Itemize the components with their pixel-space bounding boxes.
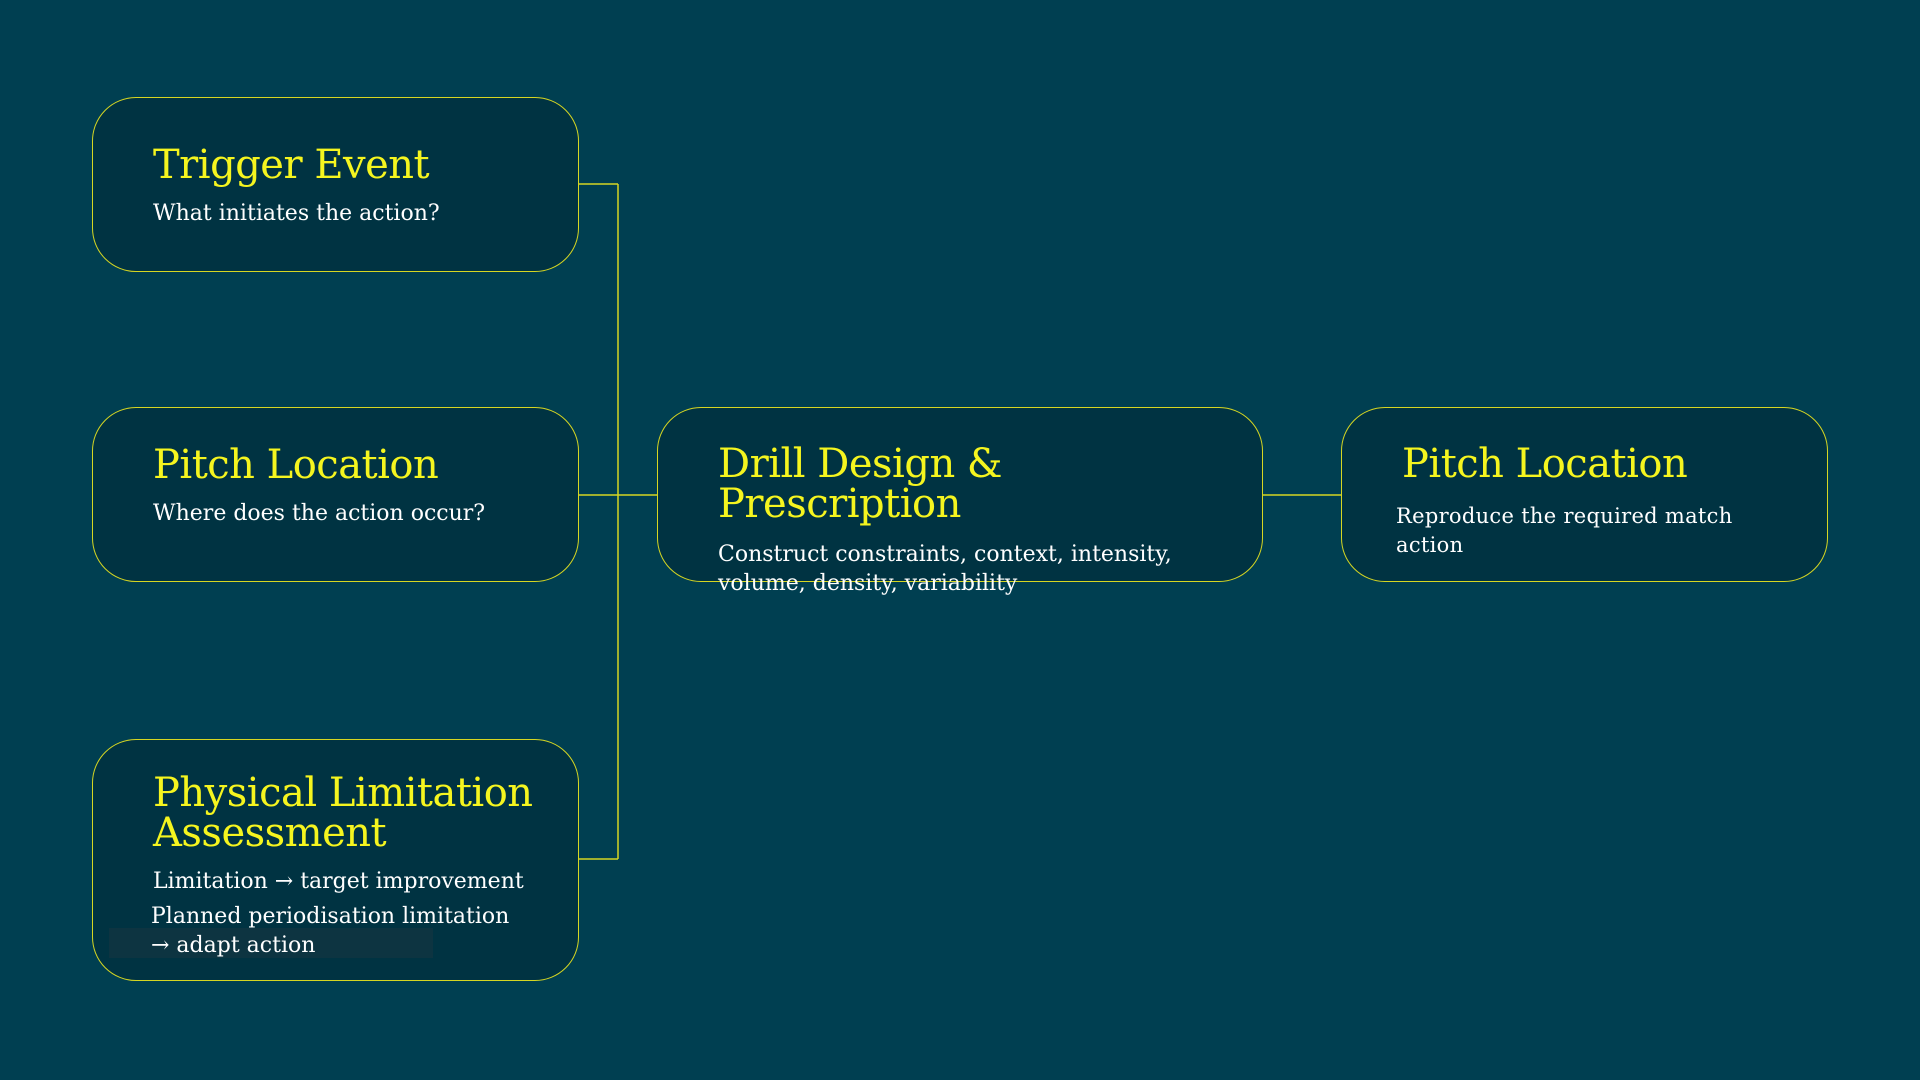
node-description-line: Planned periodisation limitation bbox=[151, 904, 510, 929]
node-title: Physical Limitation Assessment bbox=[153, 773, 548, 853]
node-description-line: Construct constraints, context, intensit… bbox=[718, 542, 1172, 567]
node-description: What initiates the action? bbox=[153, 201, 440, 226]
node-description: Where does the action occur? bbox=[153, 501, 486, 526]
node-title: Trigger Event bbox=[153, 142, 430, 188]
node-title-line: Assessment bbox=[153, 810, 387, 856]
node-description: Limitation → target improvement bbox=[153, 869, 524, 894]
node-title: Pitch Location bbox=[1402, 441, 1688, 487]
node-description: Reproduce the required match action bbox=[1396, 504, 1733, 557]
node-description: Construct constraints, context, intensit… bbox=[718, 540, 1232, 598]
node-description-secondary: Planned periodisation limitation → adapt… bbox=[151, 902, 548, 960]
node-drill-design-prescription: Drill Design & Prescription Construct co… bbox=[657, 407, 1263, 596]
node-physical-limitation-assessment: Physical Limitation Assessment Limitatio… bbox=[92, 739, 579, 981]
description-highlight bbox=[109, 928, 433, 958]
node-title-line: Physical Limitation bbox=[153, 770, 533, 816]
node-title: Drill Design & Prescription bbox=[718, 441, 1003, 527]
node-description-line: → adapt action bbox=[151, 933, 316, 958]
node-trigger-event: Trigger Event What initiates the action? bbox=[92, 97, 579, 272]
node-pitch-location-right: Pitch Location Reproduce the required ma… bbox=[1341, 407, 1828, 582]
node-description-line: volume, density, variability bbox=[718, 571, 1018, 596]
node-pitch-location-left: Pitch Location Where does the action occ… bbox=[92, 407, 579, 582]
node-title: Pitch Location bbox=[153, 442, 439, 488]
